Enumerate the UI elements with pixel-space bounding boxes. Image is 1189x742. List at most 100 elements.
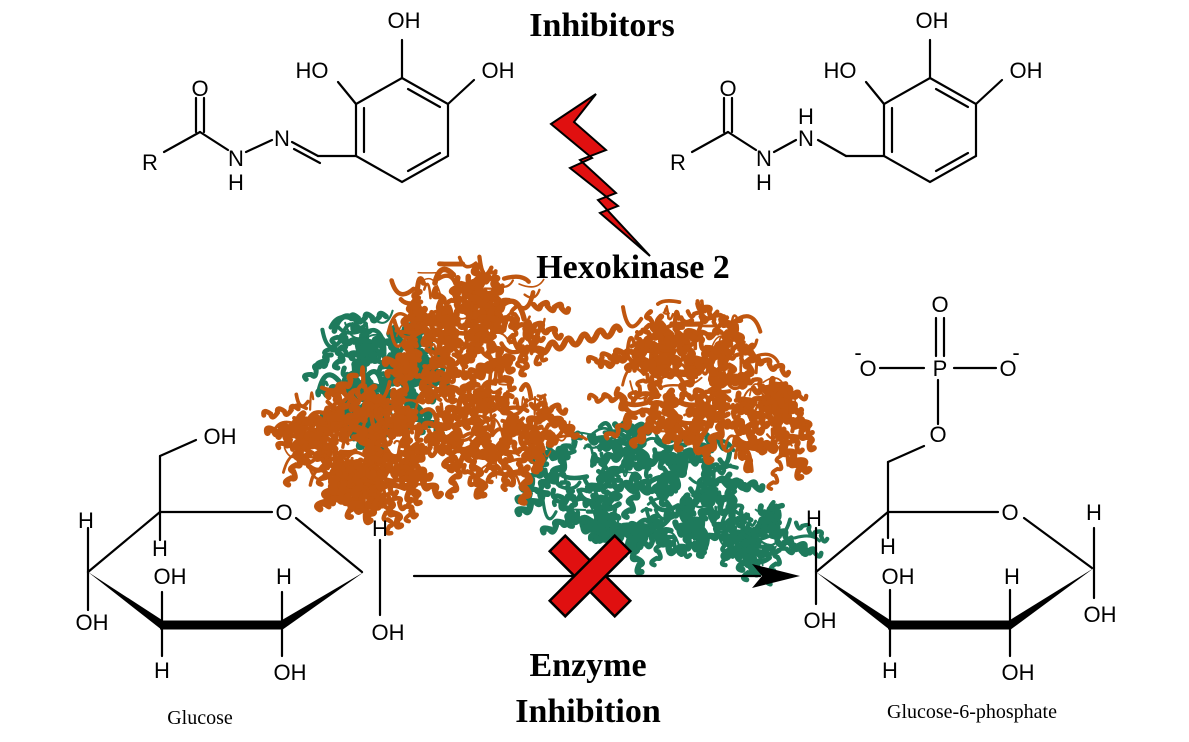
protein-chain-a-segment — [769, 388, 809, 402]
inhibitor-hydrazide-structure — [690, 38, 1004, 184]
protein-chain-a-segment — [309, 468, 333, 482]
inhibitor2-r-group: R — [670, 150, 686, 175]
protein-chain-a-segment — [738, 423, 768, 456]
protein-chain-a-segment — [719, 438, 735, 453]
inhibitor1-nh-h: H — [228, 170, 244, 195]
protein-chain-b-segment — [591, 426, 618, 444]
protein-chain-b-segment — [793, 534, 821, 543]
protein-chain-a-segment — [790, 418, 807, 434]
glucose-oh-c1: OH — [372, 620, 405, 645]
protein-chain-b-segment — [776, 547, 793, 553]
protein-chain-a-segment — [437, 358, 452, 378]
glucose-h-c4: H — [78, 508, 94, 533]
protein-chain-a-segment — [489, 396, 499, 418]
protein-chain-b-segment — [568, 495, 591, 517]
g6p-o-right: O — [999, 356, 1016, 381]
protein-chain-a-segment — [369, 411, 384, 432]
protein-chain-b-segment — [656, 458, 670, 499]
protein-chain-b-segment — [775, 541, 800, 548]
protein-chain-a-segment — [753, 410, 767, 418]
protein-chain-a-segment — [530, 299, 572, 315]
protein-chain-b-segment — [664, 457, 689, 497]
protein-chain-a-segment — [653, 324, 685, 355]
protein-chain-a-segment — [455, 412, 465, 423]
protein-chain-a-segment — [408, 471, 444, 500]
protein-chain-a-segment — [587, 391, 627, 404]
inhibitor-hydrazone-structure — [162, 38, 476, 184]
protein-chain-a-segment — [428, 342, 438, 361]
glucose-caption: Glucose — [167, 707, 233, 729]
protein-chain-a-segment — [263, 419, 305, 438]
inhibition-label-line2: Inhibition — [515, 693, 661, 730]
protein-chain-a-segment — [359, 365, 366, 389]
protein-chain-a-segment — [698, 323, 722, 328]
protein-chain-a-segment — [338, 479, 356, 520]
protein-chain-a-segment — [625, 335, 637, 356]
protein-chain-a-segment — [512, 397, 520, 411]
protein-chain-b-segment — [627, 471, 642, 487]
g6p-oh-c1: OH — [1084, 602, 1117, 627]
reaction-arrowhead-icon — [752, 564, 800, 588]
protein-chain-a-segment — [424, 341, 450, 356]
g6p-oh-c2: OH — [1002, 660, 1035, 685]
protein-chain-a-segment — [703, 390, 733, 413]
protein-chain-a-segment — [495, 458, 498, 479]
protein-chain-a-segment — [453, 365, 494, 381]
protein-chain-a-segment — [510, 333, 534, 354]
protein-chain-a-segment — [733, 446, 742, 460]
protein-chain-a-segment — [515, 416, 533, 434]
protein-chain-a-segment — [403, 320, 408, 333]
protein-chain-a-segment — [528, 400, 569, 416]
protein-chain-b-segment — [706, 509, 732, 529]
protein-chain-b-segment — [646, 496, 676, 516]
g6p-o-right-charge: - — [1012, 340, 1019, 365]
protein-chain-b-segment — [371, 351, 392, 390]
enzyme-name-label: Hexokinase 2 — [536, 249, 730, 286]
protein-chain-b-segment — [793, 520, 830, 544]
inhibitor2-nh2-h: H — [798, 104, 814, 129]
protein-chain-a-segment — [684, 327, 724, 343]
protein-chain-a-segment — [676, 367, 703, 385]
protein-chain-a-segment — [495, 377, 513, 386]
protein-chain-a-segment — [422, 282, 432, 300]
g6p-h-c5: H — [880, 534, 896, 559]
glucose-ch2oh: OH — [204, 424, 237, 449]
protein-chain-b-segment — [637, 436, 667, 454]
protein-chain-a-segment — [471, 403, 497, 424]
protein-chain-a-segment — [629, 380, 652, 400]
glucose-h-c5: H — [152, 536, 168, 561]
protein-chain-b-segment — [679, 459, 707, 464]
protein-chain-a-segment — [485, 419, 496, 433]
protein-chain-a-segment — [394, 328, 425, 335]
protein-chain-a-segment — [389, 278, 416, 297]
protein-chain-a-segment — [314, 475, 341, 513]
protein-chain-a-segment — [535, 410, 573, 435]
inhibitor2-nh-h: H — [756, 170, 772, 195]
g6p-phosphoryl-o: O — [931, 292, 948, 317]
protein-chain-a-segment — [385, 492, 419, 520]
protein-chain-a-segment — [731, 402, 744, 414]
protein-chain-a-segment — [506, 305, 520, 345]
g6p-ring-o: O — [1001, 500, 1018, 525]
protein-chain-a-segment — [475, 423, 499, 462]
lightning-bolt-icon — [549, 93, 651, 257]
g6p-h-c3: H — [882, 658, 898, 683]
protein-chain-a-segment — [470, 301, 474, 318]
protein-chain-a-segment — [518, 382, 534, 400]
protein-chain-a-segment — [789, 416, 817, 453]
protein-chain-a-segment — [636, 424, 661, 440]
protein-chain-a-segment — [695, 301, 729, 328]
protein-chain-a-segment — [376, 406, 384, 415]
protein-chain-b-segment — [720, 520, 738, 562]
glucose-h-c2: H — [276, 564, 292, 589]
glucose-ring-o: O — [275, 500, 292, 525]
glucose-h-c3: H — [154, 658, 170, 683]
inhibitor1-r-group: R — [142, 150, 158, 175]
protein-chain-a-segment — [684, 429, 701, 445]
protein-chain-a-segment — [273, 420, 300, 431]
protein-chain-b-segment — [571, 430, 584, 445]
protein-chain-a-segment — [660, 349, 676, 353]
inhibitor2-ho-left: HO — [824, 58, 857, 83]
protein-chain-a-segment — [341, 464, 355, 481]
protein-chain-a-segment — [761, 394, 793, 425]
